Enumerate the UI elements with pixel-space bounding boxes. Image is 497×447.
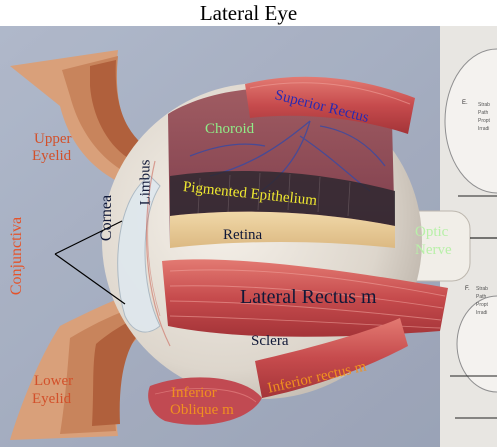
svg-text:Propt: Propt xyxy=(476,302,489,308)
svg-text:E.: E. xyxy=(462,100,468,106)
lower-eyelid-label-line1: Lower xyxy=(34,373,74,389)
sclera-label: Sclera xyxy=(251,333,289,349)
svg-text:Strab: Strab xyxy=(476,286,488,292)
eye-model-photo: E. Strab Path Propt Irradi F. Strab Path… xyxy=(0,26,497,447)
optic-nerve-label-line2: Nerve xyxy=(415,242,452,258)
inferior-oblique-label-line2: Oblique m xyxy=(170,402,234,418)
optic-nerve-label-line1: Optic xyxy=(415,224,449,240)
page-title: Lateral Eye xyxy=(199,1,298,25)
upper-eyelid-label-line2: Eyelid xyxy=(32,148,72,164)
inferior-oblique-label-line1: Inferior xyxy=(171,385,217,401)
limbus-label: Limbus xyxy=(137,159,154,206)
svg-text:Irradi: Irradi xyxy=(478,126,489,132)
retina-label: Retina xyxy=(223,227,263,243)
lateral-rectus-label: Lateral Rectus m xyxy=(240,286,377,308)
svg-text:Path: Path xyxy=(478,110,489,116)
svg-text:Strab: Strab xyxy=(478,102,490,108)
svg-text:Propt: Propt xyxy=(478,118,491,124)
svg-text:F.: F. xyxy=(465,286,470,292)
conjunctiva-label: Conjunctiva xyxy=(8,216,26,296)
upper-eyelid-label-line1: Upper xyxy=(34,131,72,147)
choroid-label: Choroid xyxy=(205,121,255,137)
svg-text:Path: Path xyxy=(476,294,487,300)
lower-eyelid-label-line2: Eyelid xyxy=(32,391,72,407)
svg-text:Irradi: Irradi xyxy=(476,310,487,316)
cornea-label: Cornea xyxy=(98,194,116,242)
